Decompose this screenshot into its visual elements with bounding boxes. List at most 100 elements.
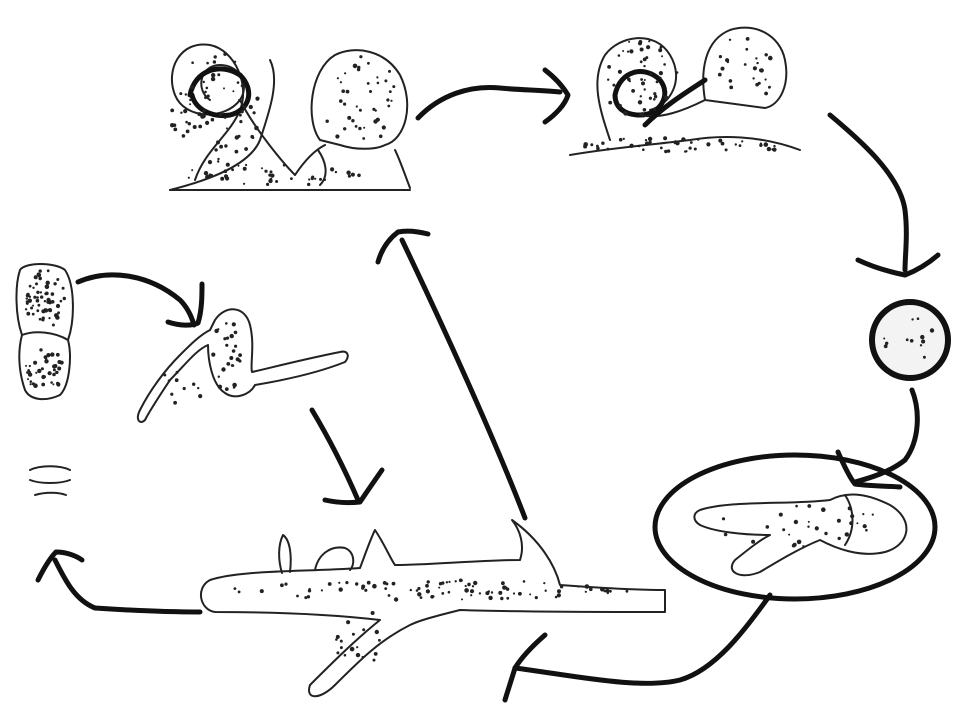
stipple-dot — [245, 98, 247, 100]
stipple-dot — [797, 540, 802, 545]
stipple-dot — [768, 86, 771, 89]
stipple-dot — [648, 40, 650, 42]
stipple-dot — [55, 371, 58, 374]
stipple-dot — [661, 55, 663, 57]
stipple-dot — [321, 589, 323, 591]
stipple-dot — [808, 521, 810, 523]
stipple-dot — [645, 142, 649, 146]
stipple-dot — [218, 376, 220, 378]
stipple-dot — [189, 103, 191, 105]
stipple-dot — [190, 85, 194, 89]
stipple-dot — [388, 70, 391, 73]
stipple-dot — [356, 646, 358, 648]
stipple-dot — [319, 178, 322, 181]
stipple-dot — [650, 73, 653, 76]
stipple-dot — [557, 593, 561, 597]
stipple-dot — [39, 269, 42, 272]
stipple-dot — [729, 39, 731, 41]
stipple-dot — [204, 96, 207, 99]
stipple-dot — [640, 48, 644, 52]
stipple-dot — [529, 593, 531, 595]
stipple-dot — [807, 504, 811, 508]
stipple-dot — [646, 45, 650, 49]
stipple-dot — [29, 365, 31, 367]
stipple-dot — [862, 513, 864, 515]
stipple-dot — [337, 77, 339, 79]
stipple-dot — [30, 307, 33, 310]
stipple-dot — [606, 148, 609, 151]
stipple-dot — [182, 134, 186, 138]
stipple-dot — [36, 299, 40, 303]
stipple-dot — [234, 345, 237, 348]
stipple-dot — [56, 353, 60, 357]
stipple-dot — [252, 136, 255, 139]
stipple-dot — [807, 526, 809, 528]
stipple-dot — [336, 635, 340, 639]
stipple-dot — [232, 322, 236, 326]
stipple-dot — [906, 338, 909, 341]
stipple-dot — [513, 592, 515, 594]
stipple-dot — [367, 581, 371, 585]
stipple-dot — [501, 581, 505, 585]
stipple-dot — [865, 529, 868, 532]
stipple-dot — [191, 169, 193, 171]
stipple-dot — [773, 145, 775, 147]
stipple-dot — [373, 119, 377, 123]
stipple-dot — [684, 150, 686, 152]
stipple-dot — [473, 581, 477, 585]
stipple-dot — [355, 125, 358, 128]
stipple-dot — [432, 595, 435, 598]
stipple-dot — [489, 596, 492, 599]
stipple-dot — [341, 89, 345, 93]
stipple-dot — [390, 100, 392, 102]
stipple-dot — [175, 378, 179, 382]
stipple-dot — [378, 639, 381, 642]
stipple-dot — [417, 587, 420, 590]
stipple-dot — [910, 339, 914, 343]
stipple-dot — [37, 369, 41, 373]
stipple-dot — [47, 269, 50, 272]
stipple-dot — [241, 84, 244, 87]
stipple-dot — [363, 127, 365, 129]
stipple-dot — [32, 287, 34, 289]
stipple-dot — [239, 114, 242, 117]
stipple-dot — [304, 596, 307, 599]
stipple-dot — [355, 582, 358, 585]
stipple-dot — [51, 292, 55, 296]
stipple-dot — [388, 594, 391, 597]
stipple-dot — [217, 158, 219, 160]
stipple-dot — [219, 113, 222, 116]
stipple-dot — [560, 585, 563, 588]
stipple-dot — [346, 171, 350, 175]
stipple-dot — [356, 653, 360, 657]
arrow-3-to-4 — [838, 390, 917, 487]
stipple-dot — [706, 142, 710, 146]
stipple-dot — [643, 58, 647, 62]
stipple-dot — [60, 300, 63, 303]
stipple-dot — [44, 300, 46, 302]
stipple-dot — [729, 86, 733, 90]
stipple-dot — [56, 304, 60, 308]
stipple-dot — [518, 592, 522, 596]
stipple-dot — [765, 53, 768, 56]
stipple-dot — [653, 92, 656, 95]
stipple-dot — [347, 116, 351, 120]
stipple-dot — [224, 117, 226, 119]
stipple-dot — [663, 63, 666, 66]
stipple-dot — [721, 67, 725, 71]
stipple-dot — [653, 108, 656, 111]
stipple-dot — [856, 522, 858, 524]
stipple-dot — [226, 163, 230, 167]
stipple-dot — [340, 640, 343, 643]
stipple-dot — [639, 40, 643, 44]
stipple-dot — [307, 183, 310, 186]
stipple-dot — [782, 528, 785, 531]
stipple-dot — [656, 81, 659, 84]
stipple-dot — [234, 331, 238, 335]
stipple-dot — [237, 81, 240, 84]
stipple-dot — [608, 101, 612, 105]
stipple-dot — [815, 526, 819, 530]
germinating-cell-in-capsule-icon — [655, 455, 935, 599]
stipple-dot — [375, 630, 379, 634]
stipple-dot — [211, 73, 215, 77]
